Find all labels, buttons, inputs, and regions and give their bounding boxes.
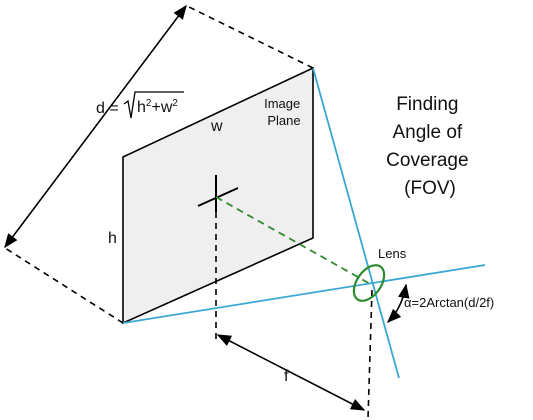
title-line-4: (FOV) xyxy=(404,178,456,199)
ray-bottom-corner xyxy=(122,264,486,324)
alpha-angle-arc xyxy=(386,283,410,324)
d-formula: d = h2+w2 xyxy=(96,91,184,119)
radicand-op: +w xyxy=(151,99,172,116)
title-line-3: Coverage xyxy=(386,150,468,171)
lens xyxy=(352,264,386,302)
d-dimension-arrow xyxy=(4,4,187,249)
h-label: h xyxy=(108,230,117,247)
ray-top-corner xyxy=(312,67,400,379)
d-formula-prefix: d = xyxy=(96,100,119,117)
image-plane-label-line-2: Plane xyxy=(267,113,300,128)
diagram-title: Finding Angle of Coverage (FOV) xyxy=(386,94,474,199)
exponent-1: 2 xyxy=(146,98,152,109)
alpha-formula: α=2Arctan(d/2f) xyxy=(404,295,494,310)
d-extension-top xyxy=(184,4,314,69)
d-extension-bottom xyxy=(4,247,124,324)
radicand-h: h xyxy=(137,99,146,116)
image-plane-label-line-1: Image xyxy=(264,96,300,111)
square-root-sign xyxy=(123,91,184,119)
exponent-2: 2 xyxy=(172,98,178,109)
lens-drop-dashed-line xyxy=(367,289,373,419)
title-line-1: Finding xyxy=(396,94,458,115)
image-plane xyxy=(122,66,314,325)
w-label: w xyxy=(210,118,223,135)
optical-axis-dashed-line xyxy=(215,196,373,286)
d-formula-radicand: h2+w2 xyxy=(137,98,178,116)
f-label: f xyxy=(284,368,289,385)
image-plane-label: Image Plane xyxy=(264,96,304,128)
f-dimension-arrow xyxy=(216,334,366,411)
title-line-2: Angle of xyxy=(392,122,462,143)
lens-label: Lens xyxy=(378,246,407,261)
center-cross-horizontal xyxy=(197,187,239,207)
